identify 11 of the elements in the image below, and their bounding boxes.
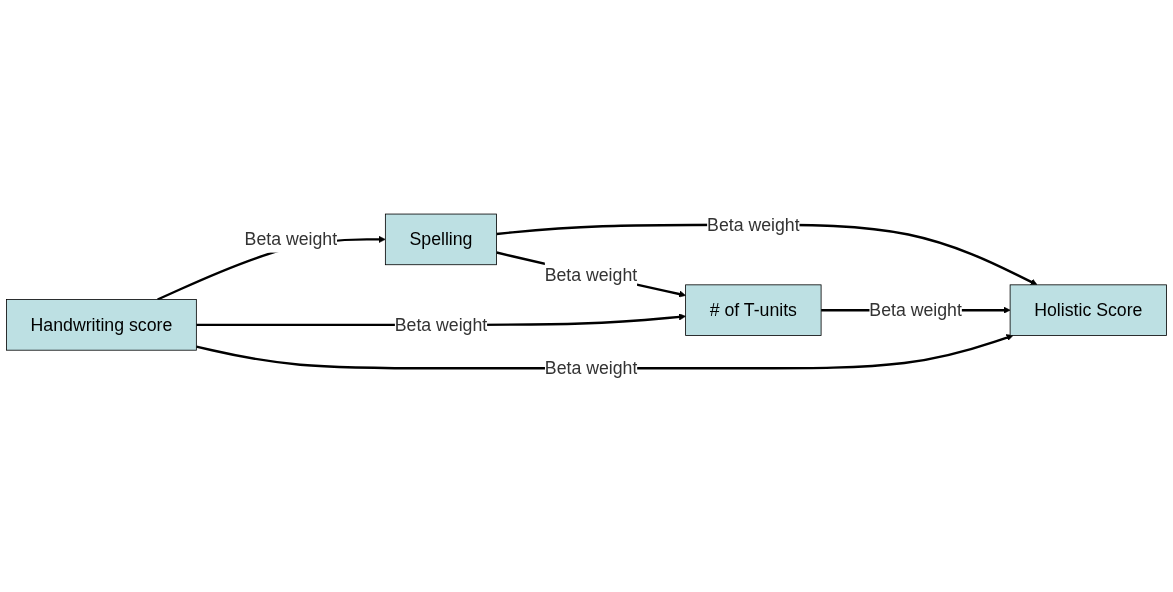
edge-label: Beta weight xyxy=(869,299,962,320)
node-box: # of T-units xyxy=(685,283,822,336)
edge-label: Beta weight xyxy=(544,264,638,285)
edge-label: Beta weight xyxy=(244,228,338,249)
node-box: Handwriting score xyxy=(6,298,197,351)
arrow xyxy=(496,250,686,297)
edge-label: Beta weight xyxy=(544,357,638,378)
edge-label: Beta weight xyxy=(394,314,488,335)
node-box: Holistic Score xyxy=(1009,283,1167,336)
edge-label: Beta weight xyxy=(707,214,800,235)
node-box: Spelling xyxy=(384,213,497,265)
